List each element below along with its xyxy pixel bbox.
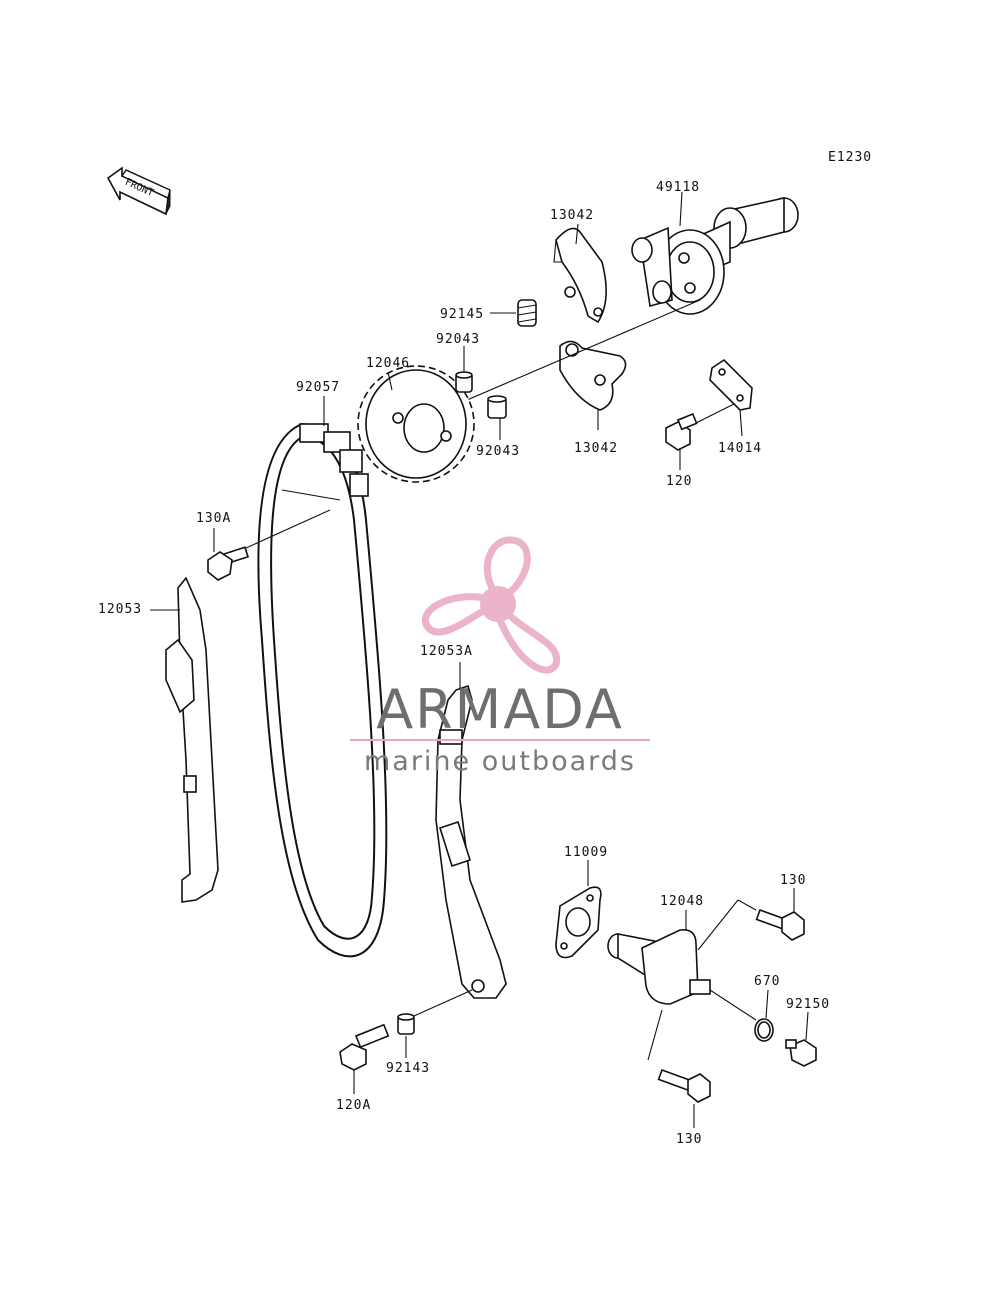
label-49118: 49118 [656,180,700,195]
label-130-top: 130 [780,873,806,888]
label-13042-top: 13042 [550,208,594,223]
label-12053a: 12053A [420,644,473,659]
o-ring-670 [754,1018,774,1042]
label-120: 120 [666,474,692,489]
gasket-11009 [555,886,602,959]
label-12046: 12046 [366,356,410,371]
label-130a: 130A [196,511,231,526]
weight-13042-bottom [559,340,627,411]
label-14014: 14014 [718,441,762,456]
bolt-120a [339,1023,390,1071]
label-12053: 12053 [98,602,142,617]
label-92057: 92057 [296,380,340,395]
bolt-92150 [785,1039,817,1067]
sprocket-12046 [357,365,475,483]
bushing-92043-top [455,371,473,393]
armada-logo-icon [421,536,561,674]
bolt-130-bottom [657,1068,711,1103]
bolt-130-top [755,908,805,941]
bolt-130a [207,546,250,581]
watermark-title: ARMADA [376,678,624,741]
tensioner-12048 [607,928,711,1005]
label-92043-bottom: 92043 [476,444,520,459]
timing-chain-92057 [257,422,388,958]
weight-13042-top [553,227,607,324]
label-11009: 11009 [564,845,608,860]
ref-code: E1230 [828,150,872,165]
label-92145: 92145 [440,307,484,322]
chain-guide-12053 [165,576,219,903]
label-130-bottom: 130 [676,1132,702,1147]
label-92043-top: 92043 [436,332,480,347]
bushing-92043-bottom [487,395,507,419]
label-120a: 120A [336,1098,371,1113]
label-92143: 92143 [386,1061,430,1076]
label-670: 670 [754,974,780,989]
spring-92145 [517,299,537,327]
plate-14014 [709,358,753,411]
label-13042-bottom: 13042 [574,441,618,456]
label-92150: 92150 [786,997,830,1012]
front-arrow-icon: FRONT [106,166,171,216]
camshaft-49118 [631,197,799,315]
chain-guide-12053a [435,684,507,999]
watermark-subtitle: marine outboards [364,746,636,777]
collar-92143 [397,1013,415,1035]
bolt-120 [665,412,698,451]
label-12048: 12048 [660,894,704,909]
